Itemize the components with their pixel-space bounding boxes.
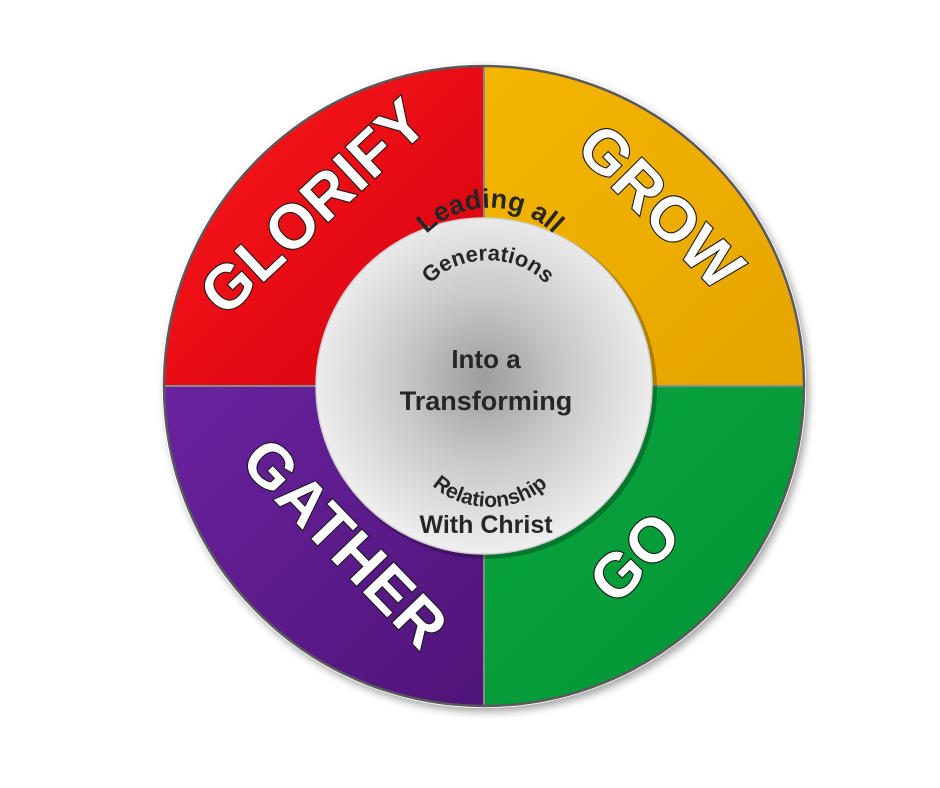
center-line-4: Transforming: [400, 386, 573, 416]
wheel-rim: [162, 64, 806, 708]
center-line-3: Into a: [451, 344, 521, 374]
center-line-6: With Christ: [419, 511, 553, 539]
center-circle: [315, 217, 653, 555]
